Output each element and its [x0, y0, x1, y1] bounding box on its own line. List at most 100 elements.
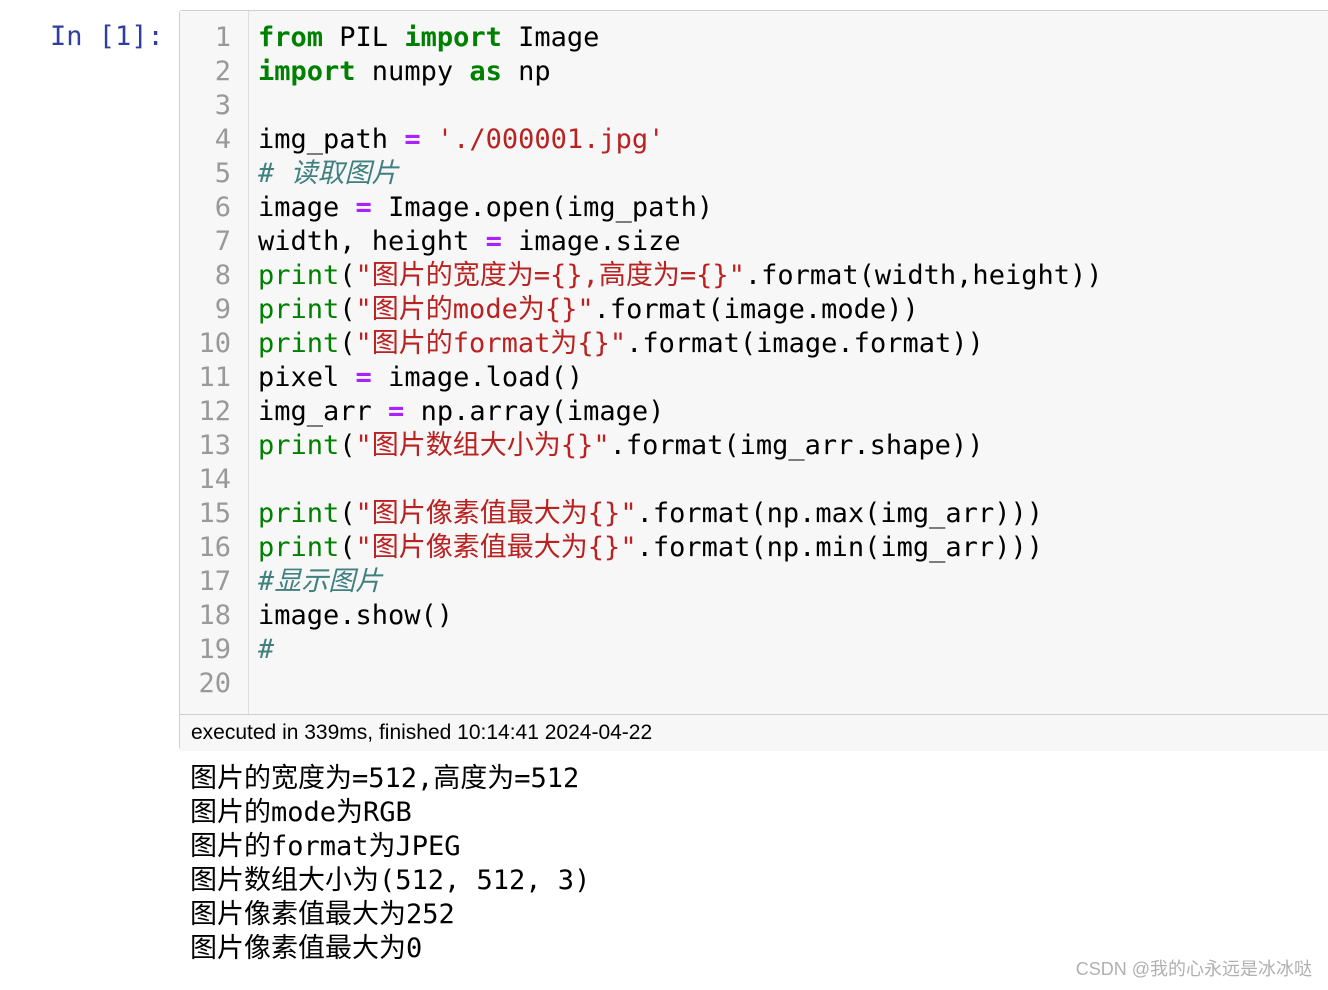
watermark: CSDN @我的心永远是冰冰哒	[1075, 959, 1312, 979]
code-token	[421, 124, 437, 155]
line-number: 5	[214, 158, 231, 189]
code-token: .format(image.format))	[626, 328, 984, 359]
line-number: 17	[198, 566, 231, 597]
code-token: numpy	[355, 56, 470, 87]
code-token: import	[258, 56, 356, 87]
code-token: from	[258, 22, 324, 53]
code-token: import	[404, 22, 502, 53]
code-token: np.array(image)	[404, 396, 665, 427]
code-token: #	[258, 634, 275, 665]
code-token: print	[258, 430, 340, 461]
code-token: np	[501, 56, 551, 87]
code-line: print("图片的format为{}".format(image.format…	[258, 327, 1328, 361]
code-line: # 读取图片	[258, 157, 1328, 191]
line-number: 14	[198, 464, 231, 495]
code-token: "图片的mode为{}"	[355, 294, 594, 325]
line-number: 13	[198, 430, 231, 461]
code-token: (	[339, 294, 356, 325]
code-token: .format(width,height))	[744, 260, 1103, 291]
output-line: 图片的format为JPEG	[190, 831, 461, 862]
code-token: "图片像素值最大为{}"	[355, 532, 637, 563]
code-line: #	[258, 633, 1328, 667]
code-token: .format(img_arr.shape))	[609, 430, 984, 461]
code-line	[258, 89, 1328, 123]
code-token: (	[339, 328, 356, 359]
output-line: 图片的mode为RGB	[190, 797, 412, 828]
line-number: 3	[214, 90, 231, 121]
code-token: # 读取图片	[258, 158, 399, 189]
code-token: =	[355, 362, 372, 393]
code-token: =	[404, 124, 421, 155]
code-token: image.load()	[371, 362, 584, 393]
code-line: img_arr = np.array(image)	[258, 395, 1328, 429]
code-token: =	[355, 192, 372, 223]
code-token: (	[339, 498, 356, 529]
line-number: 8	[214, 260, 231, 291]
code-token: PIL	[323, 22, 405, 53]
code-token: #显示图片	[258, 566, 383, 597]
line-number: 1	[214, 22, 231, 53]
code-line: image = Image.open(img_path)	[258, 191, 1328, 225]
code-token: './000001.jpg'	[436, 124, 665, 155]
code-line: print("图片的宽度为={},高度为={}".format(width,he…	[258, 259, 1328, 293]
output-line: 图片像素值最大为0	[190, 933, 423, 964]
code-line: img_path = './000001.jpg'	[258, 123, 1328, 157]
code-line: from PIL import Image	[258, 21, 1328, 55]
code-token: .format(np.max(img_arr)))	[636, 498, 1043, 529]
code-line	[258, 463, 1328, 497]
code-token: img_arr	[258, 396, 389, 427]
line-number: 16	[198, 532, 231, 563]
code-line: import numpy as np	[258, 55, 1328, 89]
line-number: 9	[214, 294, 231, 325]
code-token: "图片数组大小为{}"	[355, 430, 610, 461]
code-token: print	[258, 532, 340, 563]
code-token: .format(image.mode))	[593, 294, 919, 325]
code-token: "图片的format为{}"	[355, 328, 627, 359]
code-token: Image	[501, 22, 600, 53]
code-token: print	[258, 328, 340, 359]
code-line: image.show()	[258, 599, 1328, 633]
line-number: 19	[198, 634, 231, 665]
code-token: (	[339, 260, 356, 291]
code-line: #显示图片	[258, 565, 1328, 599]
code-token: =	[388, 396, 405, 427]
line-number: 15	[198, 498, 231, 529]
code-line: pixel = image.load()	[258, 361, 1328, 395]
code-token: (	[339, 430, 356, 461]
code-token: =	[485, 226, 502, 257]
line-number: 10	[198, 328, 231, 359]
code-token: img_path	[258, 124, 405, 155]
line-number: 11	[198, 362, 231, 393]
output-line: 图片数组大小为(512, 512, 3)	[190, 865, 591, 896]
line-number: 2	[214, 56, 231, 87]
code-token: print	[258, 498, 340, 529]
execution-time-info: executed in 339ms, finished 10:14:41 202…	[180, 714, 1328, 751]
code-token: "图片像素值最大为{}"	[355, 498, 637, 529]
code-line: print("图片像素值最大为{}".format(np.max(img_arr…	[258, 497, 1328, 531]
output-line: 图片像素值最大为252	[190, 899, 455, 930]
code-token: .format(np.min(img_arr)))	[636, 532, 1043, 563]
line-number: 18	[198, 600, 231, 631]
code-token: Image.open(img_path)	[371, 192, 714, 223]
code-line: print("图片数组大小为{}".format(img_arr.shape))	[258, 429, 1328, 463]
code-token: (	[339, 532, 356, 563]
code-token: print	[258, 294, 340, 325]
code-token: image	[258, 192, 356, 223]
code-token: as	[469, 56, 502, 87]
line-number: 20	[198, 668, 231, 699]
line-number: 6	[214, 192, 231, 223]
code-token: print	[258, 260, 340, 291]
line-number: 4	[214, 124, 231, 155]
code-token: image.size	[501, 226, 681, 257]
input-prompt: In [1]:	[50, 21, 164, 52]
code-token: pixel	[258, 362, 356, 393]
code-token: image.show()	[258, 600, 454, 631]
code-token: "图片的宽度为={},高度为={}"	[355, 260, 745, 291]
code-line	[258, 667, 1328, 701]
line-number: 12	[198, 396, 231, 427]
